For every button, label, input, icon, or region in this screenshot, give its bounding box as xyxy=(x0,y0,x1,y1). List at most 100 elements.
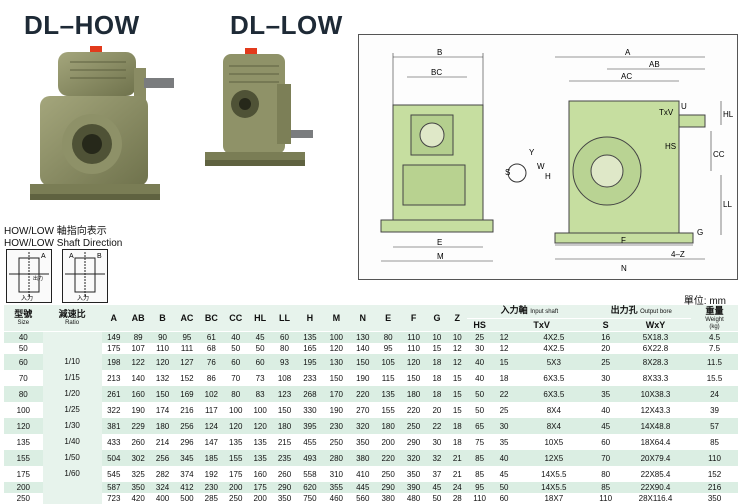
cell-s: 80 xyxy=(591,466,620,482)
cell-b: 120 xyxy=(150,354,175,370)
cell-weight: 350 xyxy=(691,493,738,504)
cell-m: 150 xyxy=(323,370,350,386)
header-ll: LL xyxy=(272,305,297,332)
cell-weight: 57 xyxy=(691,418,738,434)
cell-z: 12 xyxy=(447,354,468,370)
cell-model: 155 xyxy=(4,450,43,466)
cell-wxy: 14X48.8 xyxy=(619,418,692,434)
cell-txv-val: 6X3.5 xyxy=(516,386,592,402)
cell-hl: 160 xyxy=(247,466,273,482)
cell-s: 20 xyxy=(591,343,620,354)
cell-model: 100 xyxy=(4,402,43,418)
cell-txv-val: 8X4 xyxy=(516,402,592,418)
dim-ab: AB xyxy=(649,60,660,69)
cell-ac: 152 xyxy=(174,370,200,386)
cell-weight: 85 xyxy=(691,434,738,450)
cell-z: 28 xyxy=(447,493,468,504)
cell-weight: 152 xyxy=(691,466,738,482)
cell-ac: 95 xyxy=(174,331,200,343)
cell-ll: 60 xyxy=(272,331,297,343)
dim-ac: AC xyxy=(621,72,632,81)
cell-e: 200 xyxy=(375,434,401,450)
cell-z: 21 xyxy=(447,450,468,466)
cell-s: 25 xyxy=(591,354,620,370)
cell-ab: 302 xyxy=(125,450,151,466)
cell-ab: 190 xyxy=(125,402,151,418)
cell-f: 320 xyxy=(400,450,427,466)
cell-m: 250 xyxy=(323,434,350,450)
cell-ab: 160 xyxy=(125,386,151,402)
title-dl-low: DL–LOW xyxy=(230,10,343,40)
cell-h: 395 xyxy=(296,418,324,434)
cell-cc: 60 xyxy=(223,354,248,370)
cell-g: 32 xyxy=(426,450,448,466)
cell-s: 16 xyxy=(591,331,620,343)
cell-m: 170 xyxy=(323,386,350,402)
cell-model: 40 xyxy=(4,331,43,343)
cell-cc: 250 xyxy=(223,493,248,504)
header-cc: CC xyxy=(223,305,248,332)
cell-ratio: 1/60 xyxy=(42,466,102,482)
cell-cc: 80 xyxy=(223,386,248,402)
cell-txv-val: 5X3 xyxy=(516,354,592,370)
cell-e: 220 xyxy=(375,450,401,466)
cell-ac: 216 xyxy=(174,402,200,418)
cell-ac: 127 xyxy=(174,354,200,370)
cell-h: 330 xyxy=(296,402,324,418)
cell-ratio: 1/20 xyxy=(42,386,102,402)
header-m: M xyxy=(323,305,350,332)
dim-w: W xyxy=(537,162,545,171)
cell-g: 15 xyxy=(426,343,448,354)
cell-ac: 374 xyxy=(174,466,200,482)
cell-h: 750 xyxy=(296,493,324,504)
cell-wxy: 22X85.4 xyxy=(619,466,692,482)
dir2-a: A xyxy=(69,253,74,260)
dim-m: M xyxy=(437,252,444,261)
shaft-direction-diagram-2: A B 入力 xyxy=(62,249,108,303)
header-s: S xyxy=(591,318,620,332)
cell-input-d: 40 xyxy=(491,450,517,466)
cell-input-d: 22 xyxy=(491,386,517,402)
gearbox-low-photo xyxy=(205,48,313,166)
cell-bc: 185 xyxy=(199,450,224,466)
header-wxy: WxY xyxy=(619,318,692,332)
cell-f: 110 xyxy=(400,343,427,354)
cell-hl: 60 xyxy=(247,354,273,370)
cell-hl: 50 xyxy=(247,343,273,354)
cell-g: 10 xyxy=(426,331,448,343)
cell-ratio: 1/40 xyxy=(42,434,102,450)
cell-hl: 135 xyxy=(247,434,273,450)
cell-a: 149 xyxy=(101,331,126,343)
cell-a: 198 xyxy=(101,354,126,370)
cell-z: 15 xyxy=(447,386,468,402)
cell-m: 100 xyxy=(323,331,350,343)
cell-model: 120 xyxy=(4,418,43,434)
cell-wxy: 6X22.8 xyxy=(619,343,692,354)
cell-txv-val: 12X5 xyxy=(516,450,592,466)
cell-txv-val: 4X2.5 xyxy=(516,343,592,354)
cell-cc: 40 xyxy=(223,331,248,343)
cell-b: 90 xyxy=(150,331,175,343)
cell-bc: 102 xyxy=(199,386,224,402)
cell-txv-val: 14X5.5 xyxy=(516,466,592,482)
cell-n: 140 xyxy=(349,343,376,354)
cell-cc: 120 xyxy=(223,418,248,434)
dim-y: Y xyxy=(529,148,535,157)
cell-ratio: 1/15 xyxy=(42,370,102,386)
cell-m: 130 xyxy=(323,354,350,370)
cell-g: 37 xyxy=(426,466,448,482)
cell-b: 150 xyxy=(150,386,175,402)
cell-n: 270 xyxy=(349,402,376,418)
cell-a: 433 xyxy=(101,434,126,450)
cell-weight: 110 xyxy=(691,450,738,466)
cell-hs: 25 xyxy=(467,331,492,343)
cell-hl: 83 xyxy=(247,386,273,402)
cell-ll: 150 xyxy=(272,402,297,418)
cell-s: 60 xyxy=(591,434,620,450)
cell-z: 12 xyxy=(447,343,468,354)
